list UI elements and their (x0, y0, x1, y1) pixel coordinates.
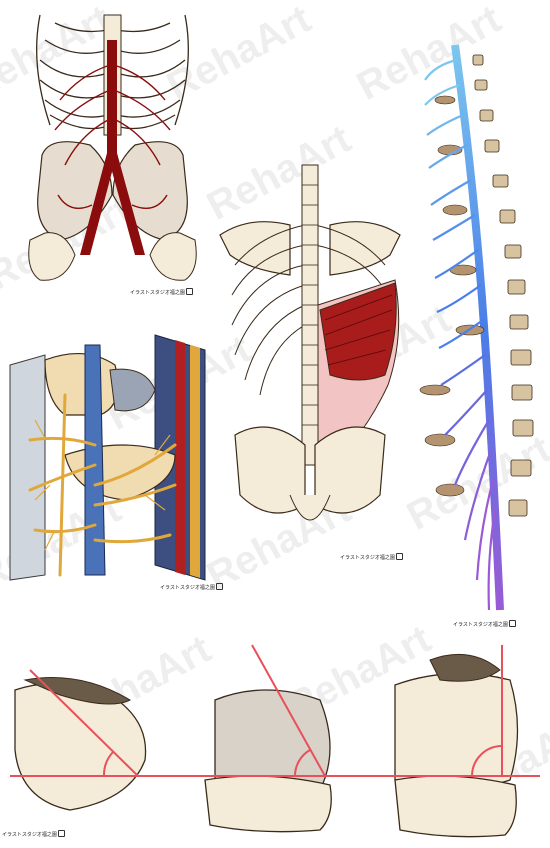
illustrator-credit: イラストスタジオ福之園 (453, 620, 516, 628)
seal-icon (395, 553, 403, 560)
seal-icon (57, 830, 65, 837)
aorta-svg (28, 14, 197, 281)
vertebral-bodies (472, 54, 534, 517)
left-femur-head (28, 232, 76, 281)
illustrator-credit: イラストスタジオ福之園 (2, 830, 65, 838)
left-scapula (219, 221, 291, 276)
back-svg (219, 164, 401, 521)
nerve-twigs (34, 419, 171, 551)
lumbar-vertebra (394, 653, 519, 838)
thoracic-vertebra (204, 689, 332, 833)
muscle-fibers (324, 294, 393, 366)
fat-strip (190, 345, 200, 578)
illustrator-credit: イラストスタジオ福之園 (340, 553, 403, 561)
angle-lines (10, 644, 540, 777)
abdominal-aorta-illustration: イラストスタジオ福之園 (20, 5, 205, 296)
latissimus-dorsi-illustration: イラストスタジオ福之園 (210, 155, 410, 561)
aorta (80, 40, 145, 255)
spinous-processes (419, 95, 485, 497)
spinal-cord (451, 44, 504, 611)
nerve-branches (28, 393, 177, 577)
aorta-branches (54, 64, 171, 209)
back-right-ilium (314, 426, 386, 514)
illustrator-credit: イラストスタジオ福之園 (160, 583, 223, 591)
vertebral-column (301, 164, 319, 466)
facet-angle-svg (10, 644, 540, 838)
thoracic-angle-line (251, 644, 326, 777)
spinal-cord-cross (84, 344, 106, 576)
ribcage (36, 14, 189, 130)
cross-section-svg (9, 334, 206, 581)
right-femur-head (149, 232, 197, 281)
lumbar-angle-arc (471, 745, 503, 777)
dura-sheath (9, 354, 46, 581)
back-left-ilium (234, 426, 306, 514)
muscle-strip (175, 340, 185, 575)
upper-vertebral-body (44, 352, 119, 416)
spinal-nerves-illustration: イラストスタジオ福之園 (415, 40, 540, 628)
spinous-process-gray (109, 368, 156, 412)
right-scapula (329, 221, 401, 276)
latissimus-dorsi-muscle (319, 282, 397, 381)
spinal-cross-section-illustration: イラストスタジオ福之園 (5, 325, 223, 591)
illustrator-credit: イラストスタジオ福之園 (130, 288, 193, 296)
seal-icon (508, 620, 516, 627)
spinal-nerves-svg (419, 44, 534, 611)
nerve-roots (424, 58, 497, 611)
seal-icon (215, 583, 223, 590)
seal-icon (185, 288, 193, 295)
cervical-angle-arc (102, 751, 114, 777)
facet-angle-illustration: イラストスタジオ福之園 (0, 640, 550, 840)
thoracic-angle-arc (293, 749, 311, 777)
cervical-angle-line (29, 669, 139, 777)
sacrum (289, 494, 331, 521)
cervical-vertebra (14, 677, 147, 811)
